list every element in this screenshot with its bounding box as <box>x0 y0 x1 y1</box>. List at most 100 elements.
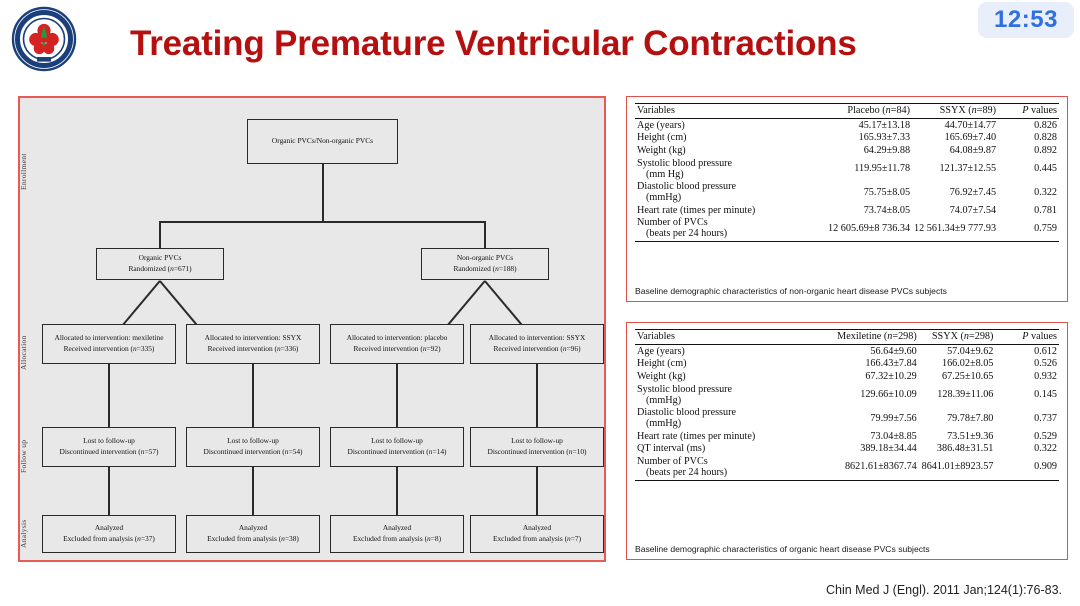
cell-pvalue: 0.781 <box>1034 204 1057 216</box>
connector-split-horizontal <box>159 221 485 223</box>
table-caption-nonorganic: Baseline demographic characteristics of … <box>635 286 947 296</box>
flow-node-followup-4: Lost to follow-up Discontinued intervent… <box>470 427 604 467</box>
cell-pvalue: 0.828 <box>1034 132 1057 144</box>
cell-variable: QT interval (ms) <box>637 443 706 455</box>
col-header-pvalues: P values <box>995 329 1059 345</box>
cell-group1: 79.99±7.56 <box>870 412 917 424</box>
flow-node-randomized-nonorganic-line1: Non-organic PVCs <box>456 253 514 263</box>
table-row: QT interval (ms) 389.18±34.44 386.48±31.51… <box>635 443 1059 456</box>
page-title: Treating Premature Ventricular Contracti… <box>130 24 857 63</box>
cell-group2: 8641.01±8923.57 <box>918 455 996 481</box>
cell-variable-unit: (mmHg) <box>646 418 682 430</box>
cell-group2: 74.07±7.54 <box>949 204 997 216</box>
cell-variable: Age (years) <box>637 345 685 357</box>
connector-alloc1-followup1 <box>108 364 110 427</box>
cell-variable-unit: (beats per 24 hours) <box>646 228 728 240</box>
cell-pvalue: 0.737 <box>1034 412 1057 424</box>
cell-group1: 389.18±34.44 <box>860 443 917 455</box>
cell-group1: 73.04±8.85 <box>870 430 917 442</box>
flow-node-followup-4-line2: Discontinued intervention (n=10) <box>487 447 587 456</box>
cell-pvalue: 0.909 <box>995 455 1059 481</box>
flow-node-followup-2-line2: Discontinued intervention (n=54) <box>203 447 303 456</box>
flow-node-analysis-2-line1: Analyzed <box>238 523 268 533</box>
flow-node-analysis-4-line1: Analyzed <box>522 523 552 533</box>
cell-group2: 386.48±31.51 <box>936 443 994 455</box>
col-header-ssyx: SSYX (n=298) <box>918 329 996 345</box>
flow-node-analysis-1-line1: Analyzed <box>94 523 124 533</box>
cell-variable-unit: (beats per 24 hours) <box>646 466 728 478</box>
cell-group1: 64.29±9.88 <box>863 144 911 156</box>
cell-group2: 79.78±7.80 <box>947 412 994 424</box>
connector-to-left-branch <box>159 221 161 248</box>
flow-node-followup-1-line2: Discontinued intervention (n=57) <box>59 447 159 456</box>
slide-header: ●●●●● Treating Premature Ventricular Con… <box>0 0 1080 88</box>
cell-group1: 165.93±7.33 <box>858 132 911 144</box>
table-header-row: Variables Mexiletine (n=298) SSYX (n=298… <box>635 329 1059 345</box>
flow-node-analysis-3-line2: Excluded from analysis (n=8) <box>352 534 442 543</box>
table-panel-nonorganic: Variables Placebo (n=84) SSYX (n=89) P v… <box>626 96 1068 302</box>
cell-group2: 64.08±9.87 <box>949 144 997 156</box>
cell-group2: 73.51±9.36 <box>947 430 994 442</box>
cell-pvalue: 0.932 <box>1034 370 1057 382</box>
col-header-variables: Variables <box>635 103 827 119</box>
source-citation: Chin Med J (Engl). 2011 Jan;124(1):76-83… <box>825 583 1062 597</box>
flow-node-followup-3-line2: Discontinued intervention (n=14) <box>347 447 447 456</box>
connector-followup2-analysis2 <box>252 467 254 515</box>
col-header-ssyx: SSYX (n=89) <box>912 103 999 119</box>
cell-variable: Heart rate (times per minute) <box>637 204 756 216</box>
cell-group2: 121.37±12.55 <box>939 163 997 175</box>
cell-group2: 44.70±14.77 <box>944 119 997 131</box>
cell-pvalue: 0.445 <box>1034 163 1057 175</box>
cell-group2: 67.25±10.65 <box>941 370 994 382</box>
cell-group2: 57.04±9.62 <box>947 345 994 357</box>
table-row: Age (years) 56.64±9.60 57.04±9.62 0.612 <box>635 345 1059 358</box>
flow-node-alloc-4: Allocated to intervention: SSYX Received… <box>470 324 604 364</box>
cell-group1: 45.17±13.18 <box>858 119 911 131</box>
flow-node-alloc-2-line1: Allocated to intervention: SSYX <box>204 333 302 343</box>
flow-node-analysis-3-line1: Analyzed <box>382 523 412 533</box>
cell-variable-unit: (mmHg) <box>646 394 682 406</box>
cell-variable: Diastolic blood pressure(mmHg) <box>635 406 834 430</box>
cell-variable: Age (years) <box>637 119 685 131</box>
baseline-table-organic: Variables Mexiletine (n=298) SSYX (n=298… <box>635 329 1059 481</box>
col-header-pvalues: P values <box>998 103 1059 119</box>
cell-variable: Diastolic blood pressure(mmHg) <box>635 180 826 204</box>
flow-node-followup-3: Lost to follow-up Discontinued intervent… <box>330 427 464 467</box>
cell-group1: 166.43±7.84 <box>865 358 917 370</box>
col-header-variables: Variables <box>635 329 835 345</box>
cell-variable: Number of PVCs(beats per 24 hours) <box>635 455 835 481</box>
flow-node-randomized-organic-line2: Randomized (n=671) <box>128 264 192 273</box>
cell-group1: 75.75±8.05 <box>863 186 911 198</box>
cell-group2: 76.92±7.45 <box>949 186 997 198</box>
cell-pvalue: 0.612 <box>1034 345 1057 357</box>
flow-node-analysis-4-line2: Excluded from analysis (n=7) <box>492 534 582 543</box>
flow-node-followup-1-line1: Lost to follow-up <box>83 436 135 446</box>
flow-node-analysis-1: Analyzed Excluded from analysis (n=37) <box>42 515 176 553</box>
cell-pvalue: 0.145 <box>1034 389 1057 401</box>
connector-alloc3-followup3 <box>396 364 398 427</box>
cell-group1: 12 605.69±8 736.34 <box>826 216 913 243</box>
cell-variable: Height (cm) <box>637 132 687 144</box>
connector-followup3-analysis3 <box>396 467 398 515</box>
cell-variable: Systolic blood pressure(mmHg) <box>635 383 834 407</box>
baseline-table-nonorganic: Variables Placebo (n=84) SSYX (n=89) P v… <box>635 103 1059 243</box>
connector-to-right-branch <box>484 221 486 248</box>
svg-text:●●●●●: ●●●●● <box>39 14 48 18</box>
table-panel-organic: Variables Mexiletine (n=298) SSYX (n=298… <box>626 322 1068 560</box>
col-header-mexiletine: Mexiletine (n=298) <box>834 329 919 345</box>
table-row: Number of PVCs(beats per 24 hours)8621.6… <box>635 455 1059 481</box>
cell-group1: 67.32±10.29 <box>865 370 917 382</box>
connector-followup4-analysis4 <box>536 467 538 515</box>
flow-node-analysis-3: Analyzed Excluded from analysis (n=8) <box>330 515 464 553</box>
cell-pvalue: 0.322 <box>1034 443 1057 455</box>
cell-group1: 56.64±9.60 <box>870 345 917 357</box>
table-header-row: Variables Placebo (n=84) SSYX (n=89) P v… <box>635 103 1059 119</box>
consort-flow-diagram: Enrollment Allocation Follow up Analysis… <box>18 96 606 562</box>
cell-group1: 8621.61±8367.74 <box>834 455 919 481</box>
table-row: Systolic blood pressure(mm Hg)119.95±11.… <box>635 157 1059 181</box>
